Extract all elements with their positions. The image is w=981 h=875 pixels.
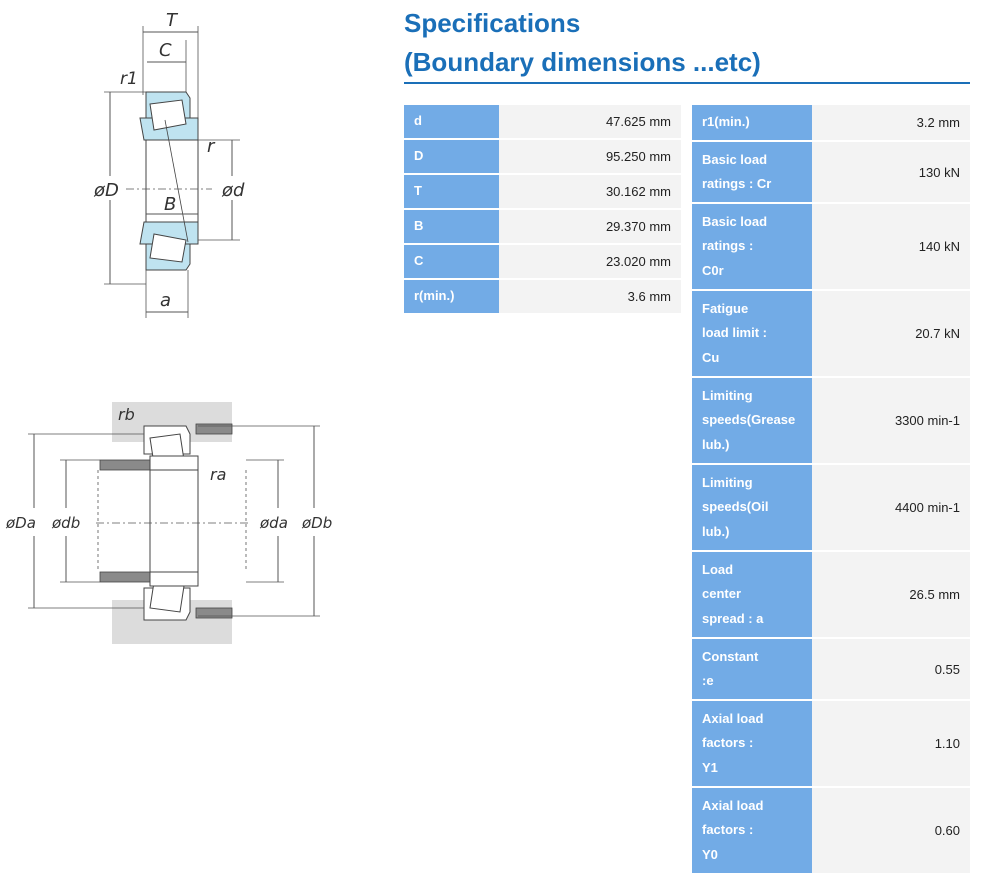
spec-label-line: Limiting [702,387,753,403]
spec-value: 1.10 [812,700,970,788]
spec-label-line: Axial load [702,710,764,726]
spec-label: d [404,105,499,140]
spec-table-ratings: r1(min.) 3.2 mm Basic load ratings : Cr 130 … [692,105,970,875]
spec-label: C [404,244,499,280]
spec-label: Basic load ratings : C0r [692,203,812,291]
spec-row: Basic load ratings : C0r 140 kN [692,203,970,291]
dim-label-a: a [160,290,171,311]
title-divider [404,82,970,84]
spec-label-line: speeds(Oil [702,499,769,515]
spec-label-line: speeds(Grease [702,412,796,428]
spec-label-line: Limiting [702,474,753,490]
spec-label-line: ratings : [702,238,754,254]
spec-value: 140 kN [812,203,970,291]
spec-value: 30.162 mm [499,174,681,210]
spec-label-line: C0r [702,262,724,278]
spec-label: B [404,209,499,245]
spec-label: Fatigue load limit : Cu [692,290,812,378]
spec-label: Load center spread : a [692,551,812,639]
spec-row: r(min.)3.6 mm [404,279,681,315]
spec-value: 47.625 mm [499,105,681,140]
spec-row: Axial load factors : Y1 1.10 [692,700,970,788]
spec-label-line: r1(min.) [702,114,750,130]
spec-value: 95.250 mm [499,139,681,175]
dim-label-rb: rb [118,405,135,424]
spec-value: 3300 min-1 [812,377,970,465]
spec-value: 130 kN [812,141,970,204]
spec-label-line: lub.) [702,523,730,539]
dim-label-D: øD [93,180,119,201]
dim-label-db: ødb [51,514,80,532]
dim-label-Db: øDb [301,514,332,532]
spec-label-line: Constant [702,648,759,664]
spec-value: 29.370 mm [499,209,681,245]
spec-label: T [404,174,499,210]
dim-label-ra: ra [210,465,226,484]
spec-label-line: Basic load [702,213,768,229]
title-line-1: Specifications [404,8,581,38]
spec-value: 23.020 mm [499,244,681,280]
mounting-dimension-diagram: rb ra øDa ødb øda øDb [5,402,332,644]
page-title: Specifications (Boundary dimensions ...e… [404,4,970,82]
spec-row: Axial load factors : Y0 0.60 [692,787,970,875]
spec-value: 0.55 [812,638,970,701]
spec-label-line: lub.) [702,436,730,452]
spec-label-line: spread : a [702,610,764,626]
spec-row: r1(min.) 3.2 mm [692,105,970,142]
spec-label-line: factors : [702,735,754,751]
spec-row: Basic load ratings : Cr 130 kN [692,141,970,204]
dim-label-B: B [164,194,176,215]
spec-row: Fatigue load limit : Cu 20.7 kN [692,290,970,378]
bearing-dimension-diagram: T C r1 r øD ød B a [93,10,245,318]
spec-value: 26.5 mm [812,551,970,639]
spec-row: Load center spread : a 26.5 mm [692,551,970,639]
spec-value: 4400 min-1 [812,464,970,552]
spec-label: Axial load factors : Y0 [692,787,812,875]
spec-row: Limiting speeds(Grease lub.) 3300 min-1 [692,377,970,465]
spec-label: D [404,139,499,175]
spec-value: 0.60 [812,787,970,875]
dim-label-da: øda [259,514,288,532]
spec-label-line: Cu [702,349,720,365]
dim-label-Da: øDa [5,514,36,532]
dim-label-d: ød [221,180,245,201]
spec-value: 20.7 kN [812,290,970,378]
spec-value: 3.2 mm [812,105,970,142]
spec-label-line: ratings : Cr [702,176,772,191]
spec-label-line: Y1 [702,759,718,775]
spec-row: Limiting speeds(Oil lub.) 4400 min-1 [692,464,970,552]
spec-label-line: center [702,586,742,602]
dim-label-r1: r1 [120,69,138,89]
spec-label-line: load limit : [702,325,767,341]
spec-label: r1(min.) [692,105,812,142]
spec-label: Axial load factors : Y1 [692,700,812,788]
spec-label: Constant :e [692,638,812,701]
spec-value: 3.6 mm [499,279,681,315]
spec-label-line: Y0 [702,846,718,862]
spec-label: Basic load ratings : Cr [692,141,812,204]
dim-label-r: r [207,136,216,157]
spec-row: Constant :e 0.55 [692,638,970,701]
spec-label: Limiting speeds(Grease lub.) [692,377,812,465]
dim-label-T: T [166,10,179,31]
title-line-2: (Boundary dimensions ...etc) [404,47,761,77]
spec-label: r(min.) [404,279,499,315]
spec-label-line: Load [702,561,734,577]
spec-label-line: :e [702,673,714,688]
dim-label-C: C [159,40,172,61]
spec-label-line: Basic load [702,151,768,167]
spec-label-line: Axial load [702,797,764,813]
spec-label-line: Fatigue [702,300,749,316]
spec-label: Limiting speeds(Oil lub.) [692,464,812,552]
spec-label-line: factors : [702,822,754,838]
